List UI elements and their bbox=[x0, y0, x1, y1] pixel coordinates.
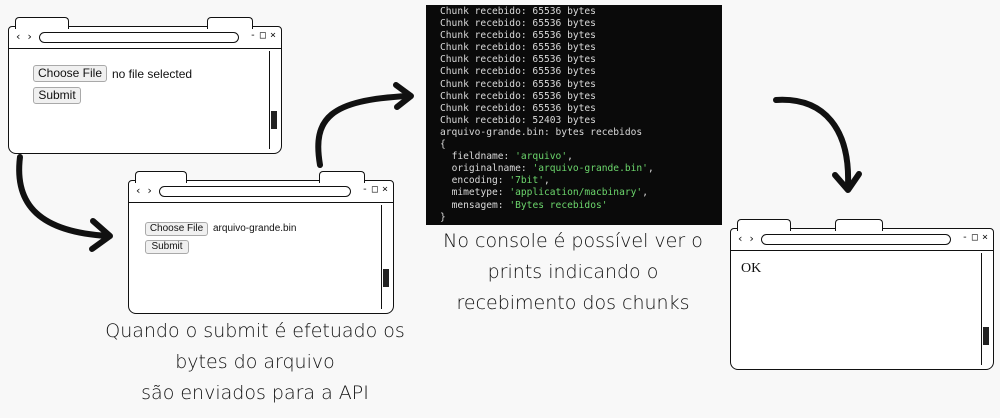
console-caption: No console é possível ver o prints indic… bbox=[420, 226, 726, 319]
nav-arrows-icon[interactable]: ‹ › bbox=[135, 184, 153, 197]
console-line: Chunk recebido: 65536 bytes bbox=[440, 78, 596, 90]
nav-arrows-icon[interactable]: ‹ › bbox=[737, 232, 755, 245]
console-field-line: mimetype: 'application/macbinary', bbox=[451, 187, 648, 199]
browser-tab bbox=[207, 17, 253, 29]
field-value: 'Bytes recebidos' bbox=[509, 199, 608, 211]
caption-line: recebimento dos chunks bbox=[456, 292, 690, 314]
arrow-console-to-window3 bbox=[773, 96, 852, 188]
console-field-line: fieldname: 'arquivo', bbox=[451, 151, 573, 163]
console-line: Chunk recebido: 65536 bytes bbox=[440, 66, 596, 78]
browser-window-empty-form: ‹ › - □ × Choose File no file selected S… bbox=[8, 17, 282, 154]
window-controls-icon[interactable]: - □ × bbox=[961, 232, 988, 243]
terminal-console: Chunk recebido: 65536 bytes Chunk recebi… bbox=[426, 5, 722, 225]
console-line: Chunk recebido: 52403 bytes bbox=[440, 114, 596, 126]
browser-toolbar: ‹ › - □ × bbox=[731, 229, 993, 251]
browser-tab bbox=[15, 17, 69, 29]
window-controls-icon[interactable]: - □ × bbox=[249, 30, 276, 41]
console-line: Chunk recebido: 65536 bytes bbox=[440, 102, 596, 114]
browser-toolbar: ‹ › - □ × bbox=[9, 27, 281, 49]
submit-button[interactable]: Submit bbox=[145, 240, 189, 254]
console-line: Chunk recebido: 65536 bytes bbox=[440, 54, 596, 66]
scroll-thumb[interactable] bbox=[383, 269, 389, 287]
console-line: Chunk recebido: 65536 bytes bbox=[440, 18, 596, 30]
browser-window-response: ‹ › - □ × OK bbox=[730, 219, 994, 370]
caption-line: No console é possível ver o bbox=[443, 230, 703, 252]
browser-tab bbox=[737, 219, 791, 231]
window-controls-icon[interactable]: - □ × bbox=[361, 184, 388, 195]
field-value: 'arquivo-grande.bin' bbox=[532, 163, 648, 175]
console-line: Chunk recebido: 65536 bytes bbox=[440, 30, 596, 42]
arrow-head-3 bbox=[832, 171, 862, 193]
choose-file-button[interactable]: Choose File bbox=[33, 65, 107, 82]
selected-file-name: arquivo-grande.bin bbox=[213, 223, 297, 234]
field-value: 'arquivo' bbox=[515, 151, 568, 163]
response-text: OK bbox=[741, 261, 762, 276]
field-key: mensagem bbox=[451, 199, 498, 211]
console-field-line: mensagem: 'Bytes recebidos' bbox=[451, 199, 608, 211]
console-line: Chunk recebido: 65536 bytes bbox=[440, 90, 596, 102]
console-open-brace: { bbox=[440, 139, 446, 151]
console-field-line: originalname: 'arquivo-grande.bin', bbox=[451, 163, 654, 175]
browser-window-file-selected: ‹ › - □ × Choose File arquivo-grande.bin… bbox=[128, 171, 394, 314]
browser-tab bbox=[319, 171, 365, 183]
console-field-line: encoding: '7bit', bbox=[451, 175, 550, 187]
field-value: '7bit' bbox=[509, 175, 544, 187]
nav-arrows-icon[interactable]: ‹ › bbox=[15, 30, 33, 43]
arrow-window2-to-console bbox=[315, 93, 411, 168]
caption-line: bytes do arquivo bbox=[175, 351, 335, 373]
field-key: fieldname bbox=[451, 151, 504, 163]
address-bar[interactable] bbox=[39, 32, 239, 43]
caption-line: prints indicando o bbox=[487, 261, 659, 283]
address-bar[interactable] bbox=[159, 186, 351, 197]
field-key: mimetype bbox=[451, 187, 498, 199]
caption-line: Quando o submit é efetuado os bbox=[105, 320, 405, 342]
field-key: encoding bbox=[451, 175, 498, 187]
browser-tab bbox=[835, 219, 883, 231]
console-line: Chunk recebido: 65536 bytes bbox=[440, 42, 596, 54]
scroll-thumb[interactable] bbox=[271, 111, 277, 129]
scrollbar[interactable] bbox=[269, 51, 277, 149]
field-value: 'application/macbinary' bbox=[509, 187, 643, 199]
choose-file-button[interactable]: Choose File bbox=[145, 222, 208, 236]
scroll-thumb[interactable] bbox=[983, 327, 989, 345]
arrow-head-2 bbox=[393, 82, 414, 110]
field-key: originalname bbox=[451, 163, 521, 175]
file-status-text: no file selected bbox=[112, 67, 193, 81]
caption-line: são enviados para a API bbox=[141, 382, 369, 404]
scrollbar[interactable] bbox=[381, 205, 389, 309]
arrow-head-1 bbox=[89, 218, 113, 252]
arrow-window1-to-window2 bbox=[16, 154, 111, 239]
browser-toolbar: ‹ › - □ × bbox=[129, 181, 393, 203]
scrollbar[interactable] bbox=[981, 253, 989, 365]
browser-tab bbox=[135, 171, 187, 183]
console-summary-line: arquivo-grande.bin: bytes recebidos bbox=[440, 126, 643, 138]
submit-button[interactable]: Submit bbox=[33, 87, 81, 104]
submit-caption: Quando o submit é efetuado os bytes do a… bbox=[90, 316, 420, 409]
address-bar[interactable] bbox=[761, 234, 951, 245]
console-line: Chunk recebido: 65536 bytes bbox=[440, 6, 596, 17]
console-close-brace: } bbox=[440, 211, 446, 223]
